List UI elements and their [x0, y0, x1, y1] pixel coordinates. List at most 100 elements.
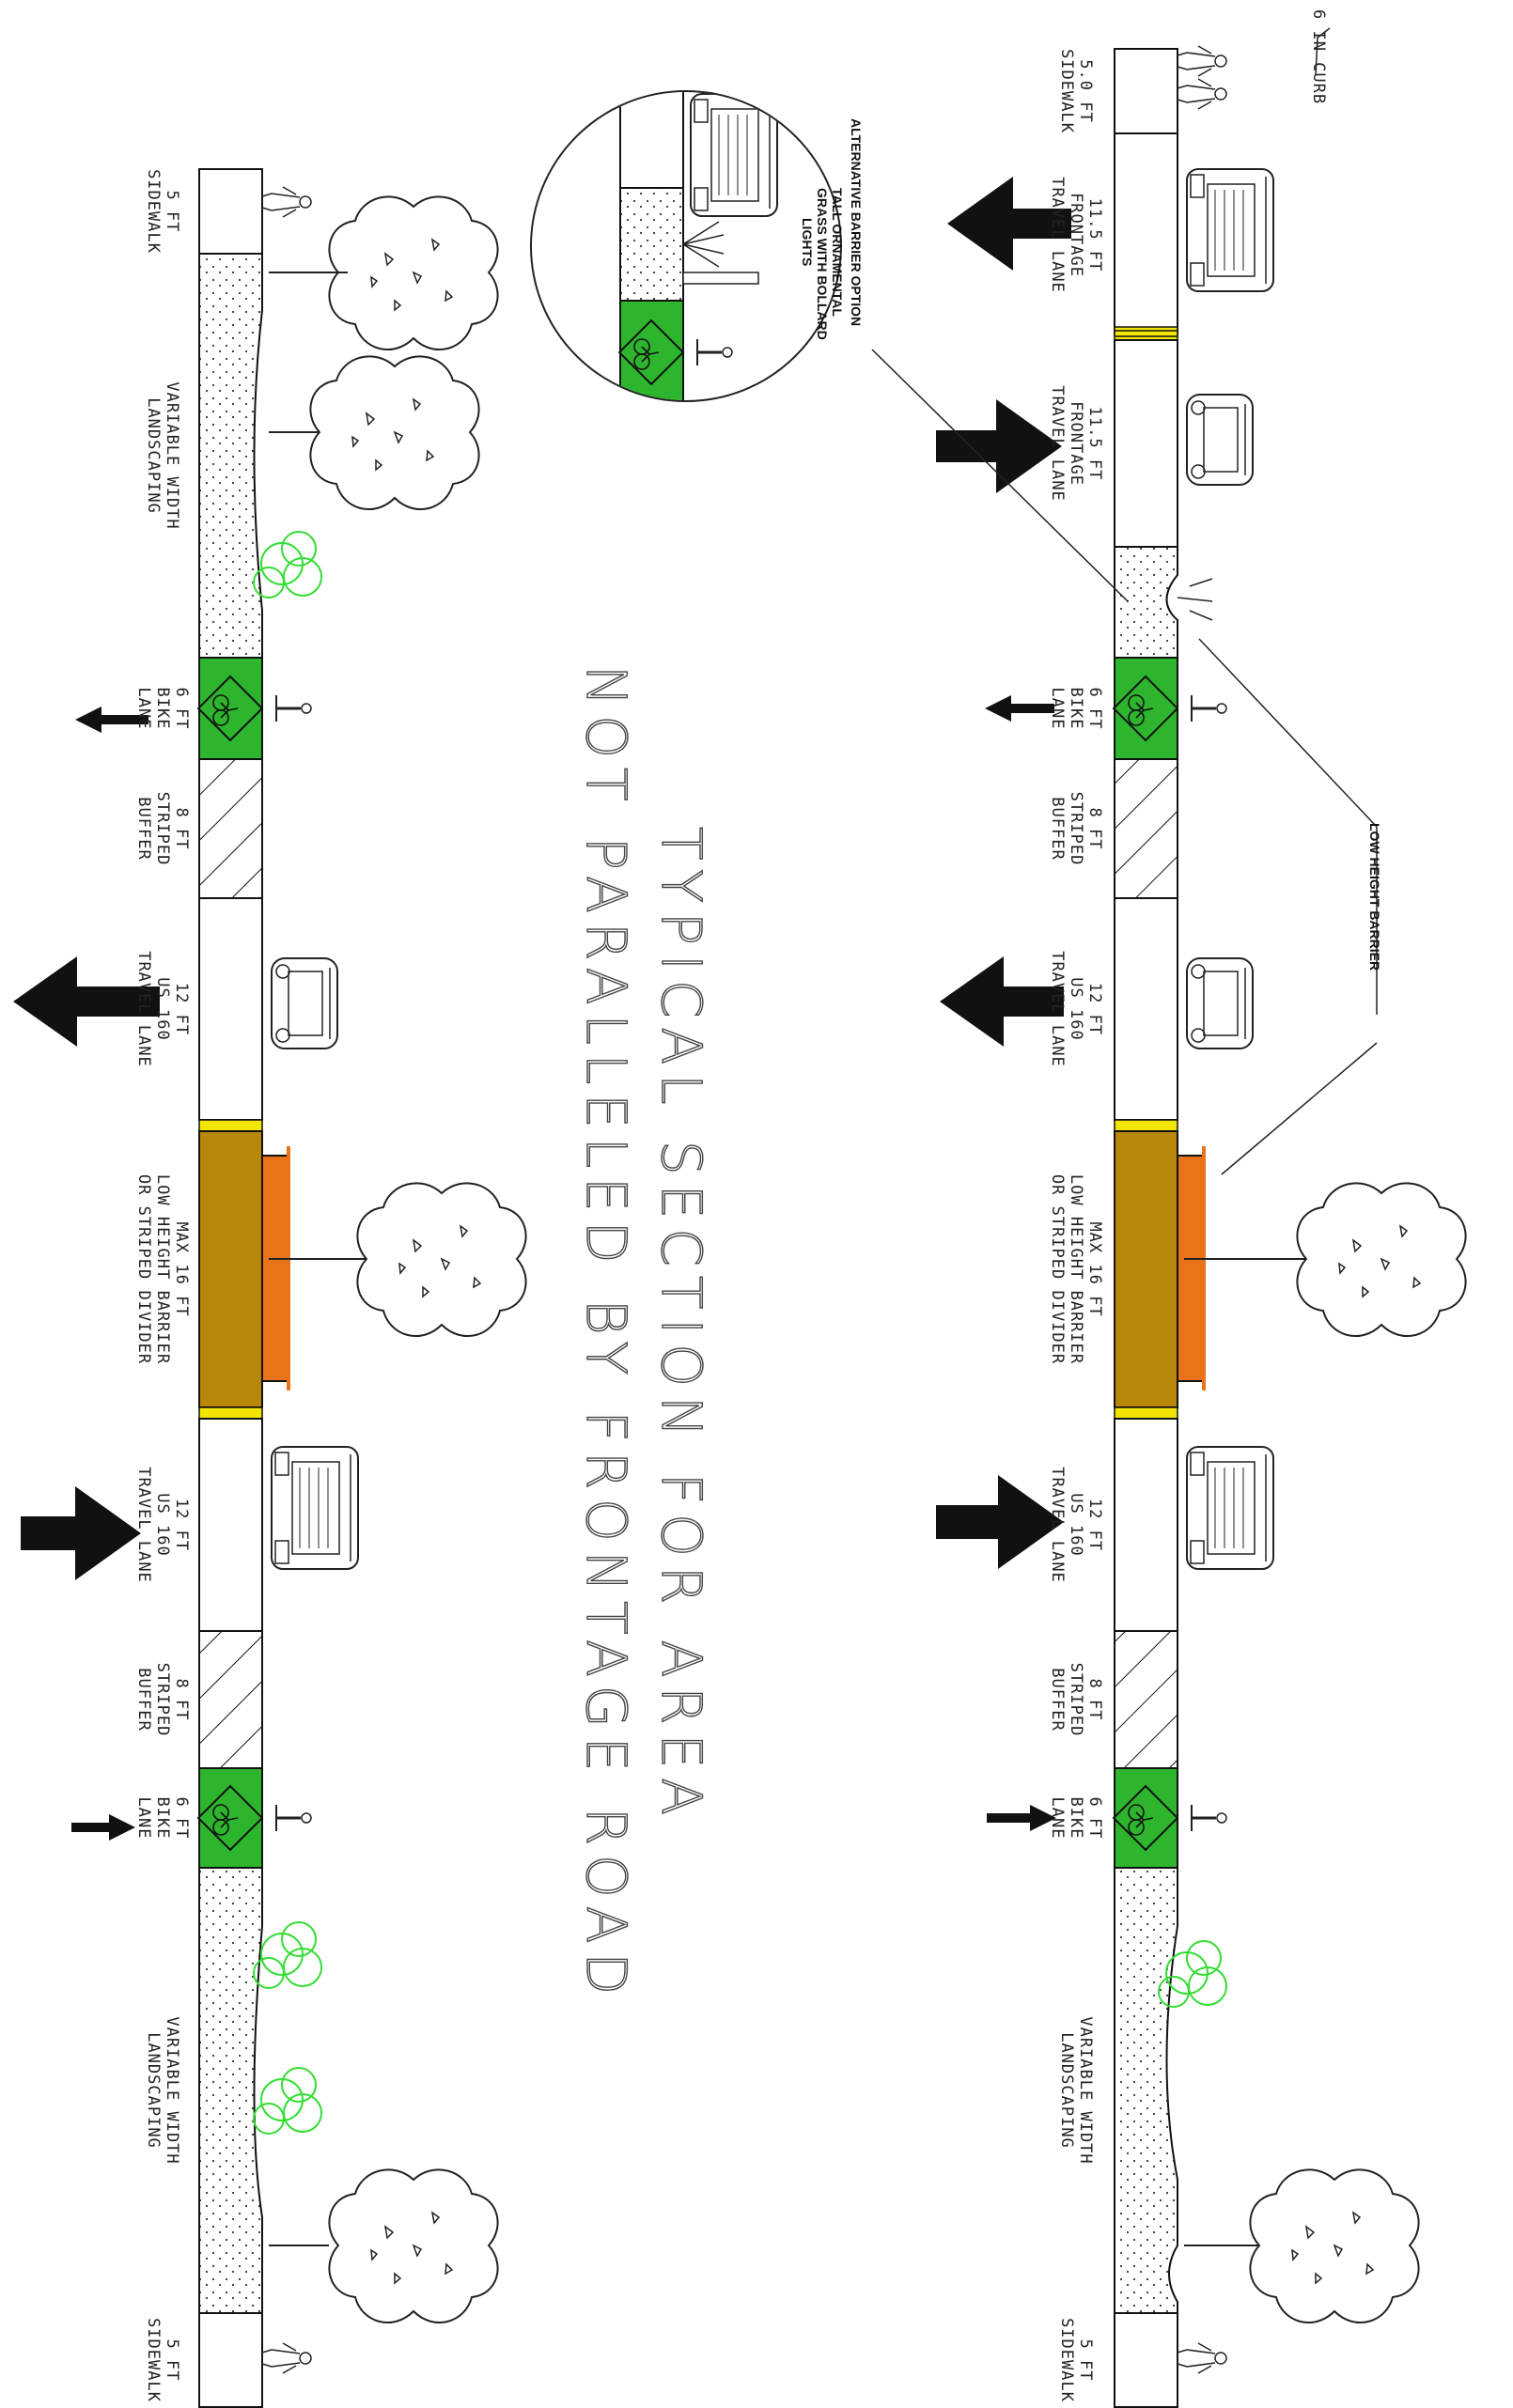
dimension-label: TRAVEL LANE	[134, 951, 153, 1067]
sidewalk	[1114, 2312, 1178, 2408]
dimension-label: OR STRIPED DIVIDER	[1048, 1174, 1067, 1364]
dimension-label: 12 FT	[1085, 1499, 1104, 1551]
dimension-label: 12 FT	[172, 1499, 191, 1551]
dimension-label: TRAVEL LANE	[1048, 951, 1067, 1067]
dimension-label: FRONTAGE	[1067, 401, 1085, 486]
striped-buffer	[1114, 758, 1178, 899]
landscaping	[198, 253, 263, 659]
sidewalk	[198, 168, 263, 255]
curb-callout: 6 IN CURB	[1309, 9, 1328, 104]
dimension-label: 6 FT	[172, 1797, 191, 1840]
dimension-label: SIDEWALK	[1057, 2318, 1076, 2402]
dimension-label: LANE	[134, 688, 153, 730]
dimension-label: MAX 16 FT	[1085, 1221, 1104, 1316]
dimension-label: 6 FT	[1085, 688, 1104, 730]
bike-lane	[198, 657, 263, 760]
grass-callout-3: LIGHTS	[800, 218, 815, 266]
dimension-label: LANDSCAPING	[144, 2032, 163, 2149]
landscaping	[1114, 546, 1178, 659]
grass-callout-2: GRASS WITH BOLLARD	[815, 188, 830, 340]
yellow-centerline	[1114, 326, 1178, 341]
dimension-label: SIDEWALK	[144, 2318, 163, 2402]
dimension-label: 12 FT	[172, 983, 191, 1035]
landscaping	[1114, 1867, 1178, 2314]
dimension-label: SIDEWALK	[1057, 49, 1076, 133]
dimension-label: LANE	[134, 1797, 153, 1840]
dimension-label: US 160	[153, 1493, 172, 1556]
dimension-label: BUFFER	[1048, 797, 1067, 860]
alternative-barrier-detail	[530, 90, 842, 402]
arrow-up-icon	[75, 707, 148, 733]
dimension-label: US 160	[1067, 1493, 1085, 1556]
low-height-barrier	[261, 1155, 289, 1382]
dimension-label: STRIPED	[1067, 792, 1085, 866]
dimension-label: 11.5 FT	[1085, 407, 1104, 481]
dimension-label: 5 FT	[163, 2339, 181, 2382]
sidewalk	[1114, 48, 1178, 134]
dimension-label: 8 FT	[172, 1679, 191, 1721]
dimension-label: LOW HEIGHT BARRIER	[153, 1174, 172, 1364]
dimension-label: VARIABLE WIDTH	[1076, 2016, 1095, 2164]
dimension-label: BIKE	[1067, 1797, 1085, 1840]
dimension-label: STRIPED	[153, 792, 172, 866]
dimension-label: BIKE	[1067, 688, 1085, 730]
callout-leaders	[871, 27, 1378, 1175]
bike-lane	[1114, 1767, 1178, 1869]
arrow-down-icon	[936, 399, 1062, 493]
arrow-up-icon	[947, 177, 1071, 271]
dimension-label: TRAVEL LANE	[1048, 385, 1067, 502]
dimension-label: BIKE	[153, 688, 172, 730]
dimension-label: LOW HEIGHT BARRIER	[1067, 1174, 1085, 1364]
low-height-barrier	[1177, 1155, 1205, 1382]
striped-buffer	[198, 758, 263, 899]
arrow-down-icon	[21, 1486, 141, 1580]
bike-lane	[1114, 657, 1178, 760]
arrow-up-icon	[985, 695, 1054, 722]
dimension-label: 8 FT	[172, 808, 191, 850]
frontage-lane	[1114, 339, 1178, 548]
direction-arrows	[13, 177, 1071, 1841]
dimension-label: 12 FT	[1085, 983, 1104, 1035]
dimension-label: 6 FT	[172, 688, 191, 730]
divider	[198, 1130, 263, 1408]
sidewalk	[198, 2312, 263, 2408]
drawing-title-line2: NOT PARALLELED BY FRONTAGE ROAD	[574, 665, 638, 2004]
striped-buffer	[1114, 1630, 1178, 1769]
dimension-label: 5 FT	[163, 191, 181, 233]
dimension-label: BUFFER	[134, 797, 153, 860]
dimension-label: 5 FT	[1076, 2339, 1095, 2382]
dimension-label: 5.0 FT	[1076, 59, 1095, 122]
landscaping	[198, 1867, 263, 2314]
divider	[1114, 1130, 1178, 1408]
dimension-label: BUFFER	[134, 1668, 153, 1731]
dimension-label: STRIPED	[153, 1663, 172, 1737]
section-no-frontage-road	[197, 168, 527, 2408]
dimension-label: LANE	[1048, 688, 1067, 730]
dimension-label: VARIABLE WIDTH	[163, 2016, 181, 2164]
dimension-label: TRAVEL LANE	[1048, 177, 1067, 293]
dimension-label: SIDEWALK	[144, 169, 163, 254]
arrow-up-icon	[940, 956, 1064, 1047]
bike-lane	[198, 1767, 263, 1869]
dimension-label: US 160	[1067, 977, 1085, 1040]
frontage-lane	[1114, 132, 1178, 336]
alt-barrier-callout: ALTERNATIVE BARRIER OPTION	[849, 118, 864, 326]
dimension-label: US 160	[153, 977, 172, 1040]
dimension-label: LANDSCAPING	[1057, 2032, 1076, 2149]
arrow-down-icon	[987, 1805, 1056, 1831]
dimension-label: TRAVEL LANE	[1048, 1467, 1067, 1583]
section-with-frontage-road	[1113, 45, 1467, 2408]
dimension-label: OR STRIPED DIVIDER	[134, 1174, 153, 1364]
arrow-down-icon	[936, 1475, 1064, 1569]
us160-lane	[198, 897, 263, 1121]
low-barrier-callout: LOW HEIGHT BARRIER	[1367, 823, 1382, 971]
dimension-label: LANDSCAPING	[144, 397, 163, 514]
dimension-label: STRIPED	[1067, 1663, 1085, 1737]
dimension-label: 8 FT	[1085, 1679, 1104, 1721]
dimension-label: VARIABLE WIDTH	[163, 381, 181, 529]
dimension-label: FRONTAGE	[1067, 193, 1085, 277]
dimension-label: BUFFER	[1048, 1668, 1067, 1731]
